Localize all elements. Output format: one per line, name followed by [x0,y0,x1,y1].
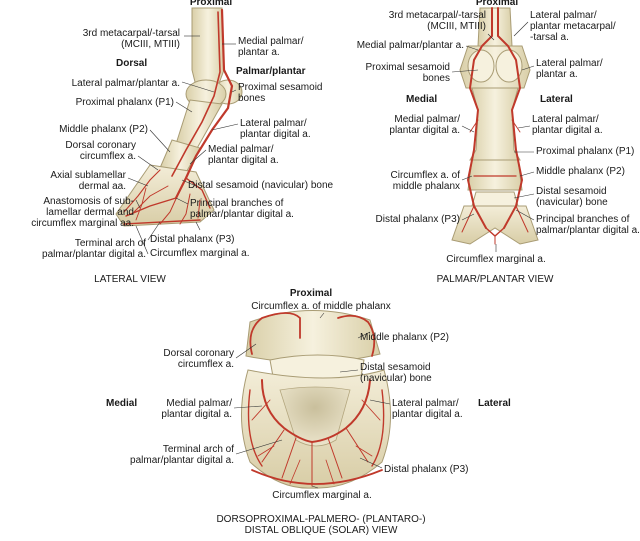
palmar-prox-sesamoid-label: Proximal sesamoid bones [365,62,450,84]
lateral-medial-palmar-label: Medial palmar/ plantar a. [238,36,304,58]
palmar-p2-bone [467,159,523,191]
solar-lateral-label: Lateral [478,398,511,409]
lateral-p2-label: Middle phalanx (P2) [59,124,148,135]
solar-proximal-label: Proximal [289,288,333,299]
palmar-mc3-label: 3rd metacarpal/-tarsal (MCIII, MTIII) [388,10,486,32]
palmar-p3-label: Distal phalanx (P3) [375,214,460,225]
lateral-p1-label: Proximal phalanx (P1) [75,97,174,108]
palmar-lat-digital-label: Lateral palmar/ plantar digital a. [532,114,603,136]
lateral-palmar-plantar-label: Palmar/plantar [236,66,306,77]
solar-circ-middle-label: Circumflex a. of middle phalanx [251,301,391,312]
palmar-proximal-label: Proximal [475,0,519,8]
lateral-prox-sesamoid-label: Proximal sesamoid bones [238,82,323,104]
lateral-principal-label: Principal branches of palmar/plantar dig… [190,198,294,220]
palmar-circ-marginal-label: Circumflex marginal a. [446,254,546,265]
palmar-view-caption: PALMAR/PLANTAR VIEW [436,274,554,285]
solar-dorsal-coronary-label: Dorsal coronary circumflex a. [163,348,234,370]
palmar-circ-middle-label: Circumflex a. of middle phalanx [390,170,460,192]
leader-lines [127,21,535,489]
palmar-lateral-label: Lateral [540,94,573,105]
lateral-view-caption: LATERAL VIEW [94,274,166,285]
solar-sole-cavity [279,386,351,447]
solar-view-drawing [241,310,391,489]
lateral-med-digital-label: Medial palmar/ plantar digital a. [208,144,279,166]
palmar-lateral-palmar-label: Lateral palmar/ plantar a. [536,58,603,80]
palmar-med-digital-label: Medial palmar/ plantar digital a. [389,114,460,136]
lateral-anastomosis-label: Anastomosis of sub- lamellar dermal and … [31,196,134,229]
lateral-proximal-label: Proximal [189,0,233,8]
lateral-view-drawing [115,7,243,227]
palmar-p3-bone [451,205,539,245]
solar-circ-marginal-label: Circumflex marginal a. [272,490,372,501]
lateral-mc3-label: 3rd metacarpal/-tarsal (MCIII, MTIII) [82,28,180,50]
palmar-medial-label: Medial [406,94,438,105]
lateral-lat-digital-label: Lateral palmar/ plantar digital a. [240,118,311,140]
lateral-dorsal-coronary-label: Dorsal coronary circumflex a. [65,140,136,162]
palmar-p1-label: Proximal phalanx (P1) [536,146,635,157]
solar-distal-sesamoid-label: Distal sesamoid (navicular) bone [360,362,432,384]
lateral-p3-label: Distal phalanx (P3) [150,234,235,245]
palmar-p2-label: Middle phalanx (P2) [536,166,625,177]
lateral-axial-label: Axial sublamellar dermal aa. [50,170,126,192]
solar-p2-label: Middle phalanx (P2) [360,332,449,343]
palmar-medial-palmar-label: Medial palmar/plantar a. [356,40,464,51]
palmar-navicular [471,191,519,207]
solar-med-digital-label: Medial palmar/ plantar digital a. [161,398,232,420]
solar-lat-digital-label: Lateral palmar/ plantar digital a. [392,398,463,420]
palmar-view-drawing [451,7,539,245]
palmar-distal-sesamoid-label: Distal sesamoid (navicular) bone [536,186,608,208]
solar-p3-label: Distal phalanx (P3) [384,464,469,475]
lateral-lateral-palmar-label: Lateral palmar/plantar a. [71,78,180,89]
lateral-dorsal-label: Dorsal [116,58,148,69]
lateral-terminal-arch-label: Terminal arch of palmar/plantar digital … [42,238,146,260]
solar-view-caption: DORSOPROXIMAL-PALMERO- (PLANTARO-) DISTA… [216,514,426,536]
solar-terminal-arch-label: Terminal arch of palmar/plantar digital … [130,444,234,466]
lateral-distal-sesamoid-label: Distal sesamoid (navicular) bone [188,180,334,191]
solar-medial-label: Medial [106,398,138,409]
palmar-principal-label: Principal branches of palmar/plantar dig… [536,214,640,236]
palmar-lat-meta-label: Lateral palmar/ plantar metacarpal/ -tar… [530,10,616,43]
lateral-circ-marginal-label: Circumflex marginal a. [150,248,250,259]
